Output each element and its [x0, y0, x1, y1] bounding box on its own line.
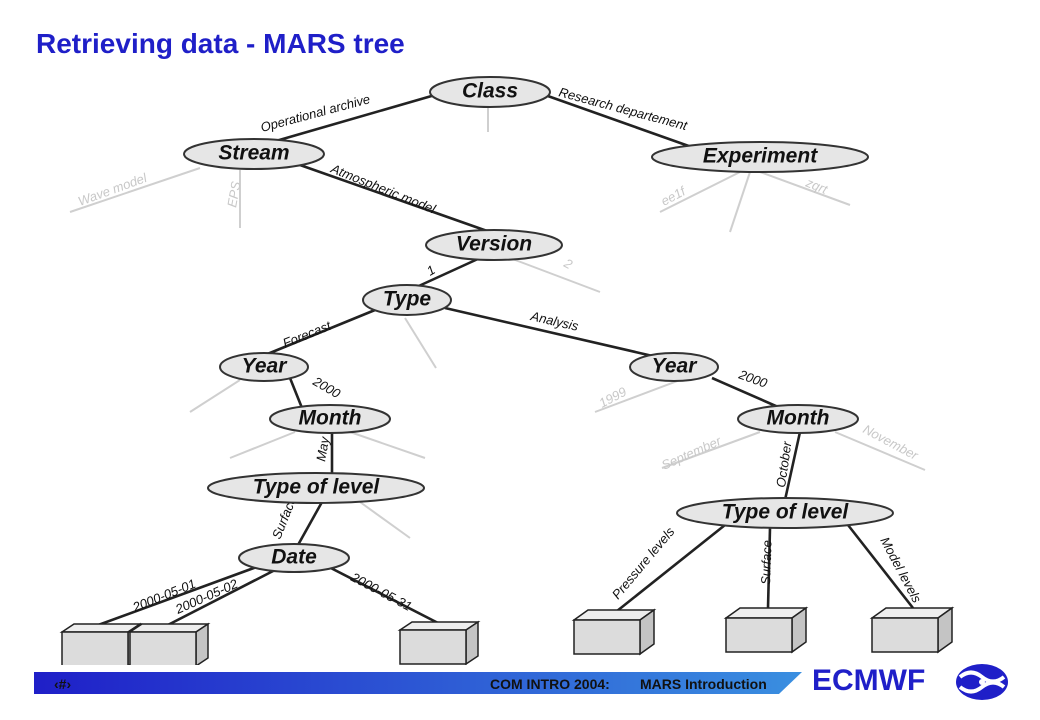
- node-type-of-level-left: Type of level: [207, 472, 425, 504]
- data-cube-6: [869, 606, 955, 654]
- node-type-of-level-right: Type of level: [676, 497, 894, 529]
- label-year-1999: 1999: [596, 384, 629, 411]
- data-cube-3: [397, 620, 481, 665]
- label-experiment-b: zqrt: [803, 174, 831, 197]
- label-year-2000-right: 2000: [736, 366, 770, 391]
- node-class: Class: [429, 76, 551, 108]
- faint-branches: [69, 105, 926, 539]
- label-november: November: [861, 421, 922, 463]
- node-version-label: Version: [456, 233, 532, 256]
- data-cube-4: [571, 608, 657, 656]
- label-october: October: [773, 440, 794, 489]
- node-month-right: Month: [737, 404, 859, 434]
- node-experiment-label: Experiment: [703, 145, 818, 168]
- mars-tree-diagram: Operational archive Research departement…: [59, 76, 955, 665]
- label-date-31: 2000-05-31: [348, 569, 415, 614]
- node-month-left-label: Month: [299, 407, 362, 430]
- data-cube-5: [723, 606, 809, 654]
- node-year-right-label: Year: [652, 355, 699, 378]
- node-class-label: Class: [462, 80, 518, 103]
- footer-bar: [34, 672, 802, 694]
- data-cube-2: [127, 622, 211, 665]
- footer-course: COM INTRO 2004:: [490, 676, 610, 692]
- node-date-label: Date: [271, 546, 317, 569]
- page-number: ‹#›: [54, 676, 72, 692]
- node-stream: Stream: [183, 138, 325, 170]
- label-september: September: [659, 433, 724, 473]
- node-year-left-label: Year: [242, 355, 289, 378]
- label-year-2000-left: 2000: [310, 373, 344, 401]
- node-experiment: Experiment: [651, 141, 869, 173]
- node-type-of-level-right-label: Type of level: [722, 501, 850, 524]
- node-month-right-label: Month: [767, 407, 830, 430]
- node-year-right: Year: [629, 352, 719, 382]
- node-year-left: Year: [219, 352, 309, 382]
- footer-topic: MARS Introduction: [640, 676, 767, 692]
- label-forecast: Forecast: [281, 317, 335, 350]
- label-eps: EPS: [224, 180, 243, 209]
- label-research-departement: Research departement: [557, 84, 690, 133]
- label-version-1: 1: [424, 262, 438, 279]
- label-version-2: 2: [561, 255, 576, 272]
- node-type-of-level-left-label: Type of level: [253, 476, 381, 499]
- node-month-left: Month: [269, 404, 391, 434]
- node-type-label: Type: [383, 288, 432, 311]
- active-edges: [89, 93, 915, 630]
- node-date: Date: [238, 543, 350, 573]
- slide-title: Retrieving data - MARS tree: [36, 28, 405, 59]
- node-type: Type: [362, 284, 452, 316]
- data-cube-1: [59, 622, 143, 665]
- label-surface-right: Surface: [758, 540, 775, 585]
- label-may: May: [313, 434, 332, 462]
- node-version: Version: [425, 229, 563, 261]
- ecmwf-logo-icon: [956, 664, 1008, 700]
- brand-name: ECMWF: [812, 664, 926, 697]
- node-stream-label: Stream: [218, 142, 289, 165]
- label-atmospheric-model: Atmospheric model: [328, 160, 439, 216]
